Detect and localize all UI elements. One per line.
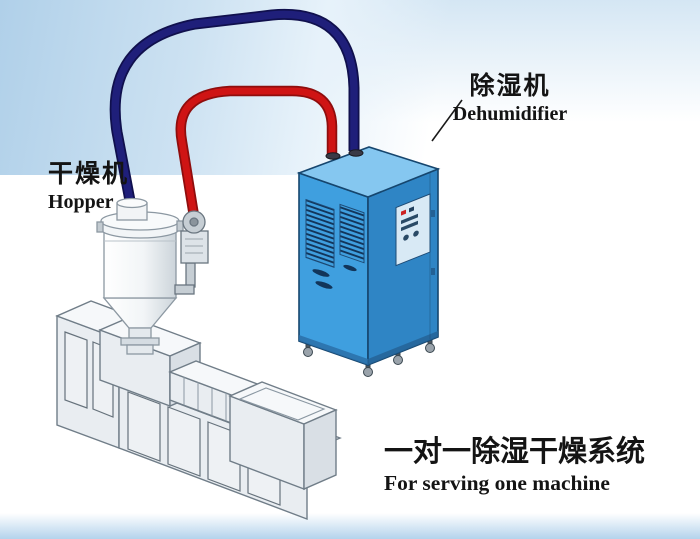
- door-hinge: [431, 268, 435, 275]
- system-caption: 一对一除湿干燥系统 For serving one machine: [384, 436, 689, 496]
- supply-hose: [177, 87, 336, 217]
- hoses: [109, 8, 364, 217]
- vent-slot: [343, 264, 357, 272]
- blower-unit: [174, 210, 209, 295]
- caster-wheel: [363, 367, 373, 377]
- panel-display: [401, 220, 418, 232]
- hose-port: [325, 152, 341, 160]
- blower-motor-box: [180, 230, 209, 264]
- panel-display: [401, 213, 418, 225]
- panel-knob: [413, 230, 419, 237]
- blower-down-pipe: [185, 262, 196, 288]
- cabinet-base-strip: [299, 335, 368, 365]
- system-caption-zh: 一对一除湿干燥系统: [384, 436, 646, 468]
- lid-clamp: [96, 221, 104, 233]
- hose-port: [348, 149, 364, 157]
- blower-fan-hub: [189, 217, 199, 227]
- hopper-flange: [120, 337, 160, 346]
- vent-grille: [339, 203, 365, 264]
- vent-grille: [305, 198, 335, 268]
- cabinet-top-face: [296, 146, 441, 198]
- control-box-side: [303, 408, 337, 491]
- hopper-label: 干燥机 Hopper: [48, 160, 158, 213]
- dehumidifier-label-en: Dehumidifier: [452, 102, 568, 125]
- caster-wheel: [303, 347, 313, 357]
- system-caption-en: For serving one machine: [384, 471, 610, 496]
- dehumidifier-cabinet: [296, 146, 441, 377]
- hopper-cap-top: [116, 197, 148, 209]
- blower-vents: [185, 238, 203, 254]
- dehumidifier-label: 除湿机 Dehumidifier: [428, 72, 592, 125]
- hopper-label-zh: 干燥机: [48, 160, 130, 188]
- cabinet-base-strip: [368, 331, 438, 365]
- caster-wheel: [425, 343, 435, 353]
- base-panel: [167, 406, 201, 477]
- extruder-machine: [55, 300, 342, 521]
- vent-slot: [315, 281, 333, 289]
- dehumidifier-label-zh: 除湿机: [469, 72, 551, 100]
- control-box-lid-line: [238, 387, 326, 421]
- vent-grilles: [305, 198, 365, 268]
- indicator-light: [409, 206, 414, 213]
- lid-clamp: [176, 220, 184, 232]
- vent-slot: [312, 269, 330, 277]
- cabinet-door: [64, 331, 88, 409]
- blower-elbow: [174, 284, 195, 295]
- hopper-neck: [128, 327, 152, 339]
- control-panel: [395, 193, 431, 267]
- background-gradient-bottom: [0, 513, 700, 539]
- indicator-light-red: [401, 209, 406, 216]
- caster-wheel: [393, 355, 403, 365]
- hopper-throat: [126, 344, 154, 355]
- panel-knob: [403, 234, 409, 241]
- door-hinge: [431, 210, 435, 217]
- return-hose: [111, 10, 358, 207]
- leader-line: [431, 99, 463, 142]
- base-panel: [127, 391, 161, 462]
- hopper-dryer: [96, 197, 184, 355]
- caster-wheels: [303, 337, 435, 377]
- hopper-label-en: Hopper: [48, 190, 114, 213]
- heater-bands: [183, 377, 227, 421]
